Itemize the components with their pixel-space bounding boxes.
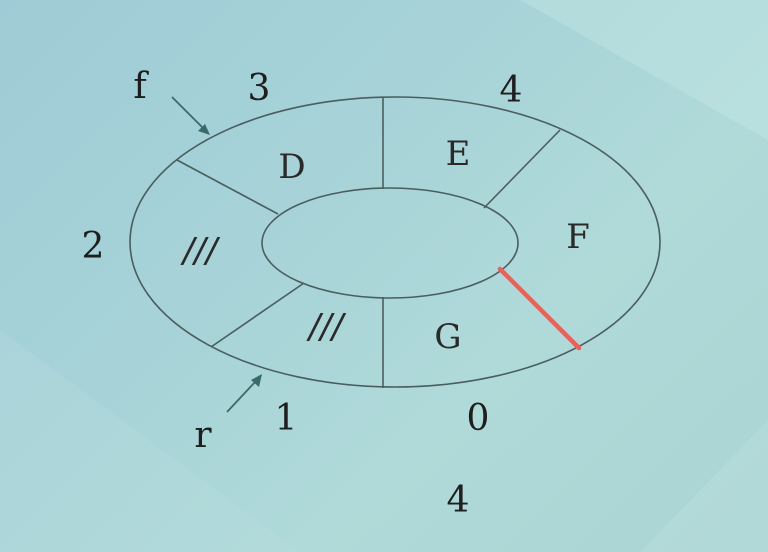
cell-bottom-right-label: G [434,317,461,357]
divider-upper-right [483,129,561,209]
index-label-top-right: 4 [500,70,523,111]
index-label-top-left: 3 [248,68,271,109]
divider-lower-right-highlight [497,266,582,351]
outer-ring [129,96,661,388]
cell-top-right-label: E [446,134,471,174]
inner-ring [261,187,519,299]
index-label-bottom-left: 1 [275,398,298,439]
index-label-below: 4 [447,480,470,521]
front-pointer-label: f [133,66,149,107]
front-pointer-arrow [171,96,210,135]
rear-pointer-label: r [194,415,212,456]
rear-pointer-arrow [226,374,262,413]
index-label-left: 2 [82,226,105,267]
cell-left-empty-mark: /// [180,231,221,271]
cell-right-label: F [566,217,590,257]
divider-lower-left [210,282,305,348]
divider-upper-left [176,159,279,215]
cell-bottom-left-empty-mark: /// [306,307,347,347]
index-label-bottom-right: 0 [467,398,490,439]
cell-top-left-label: D [278,147,305,187]
